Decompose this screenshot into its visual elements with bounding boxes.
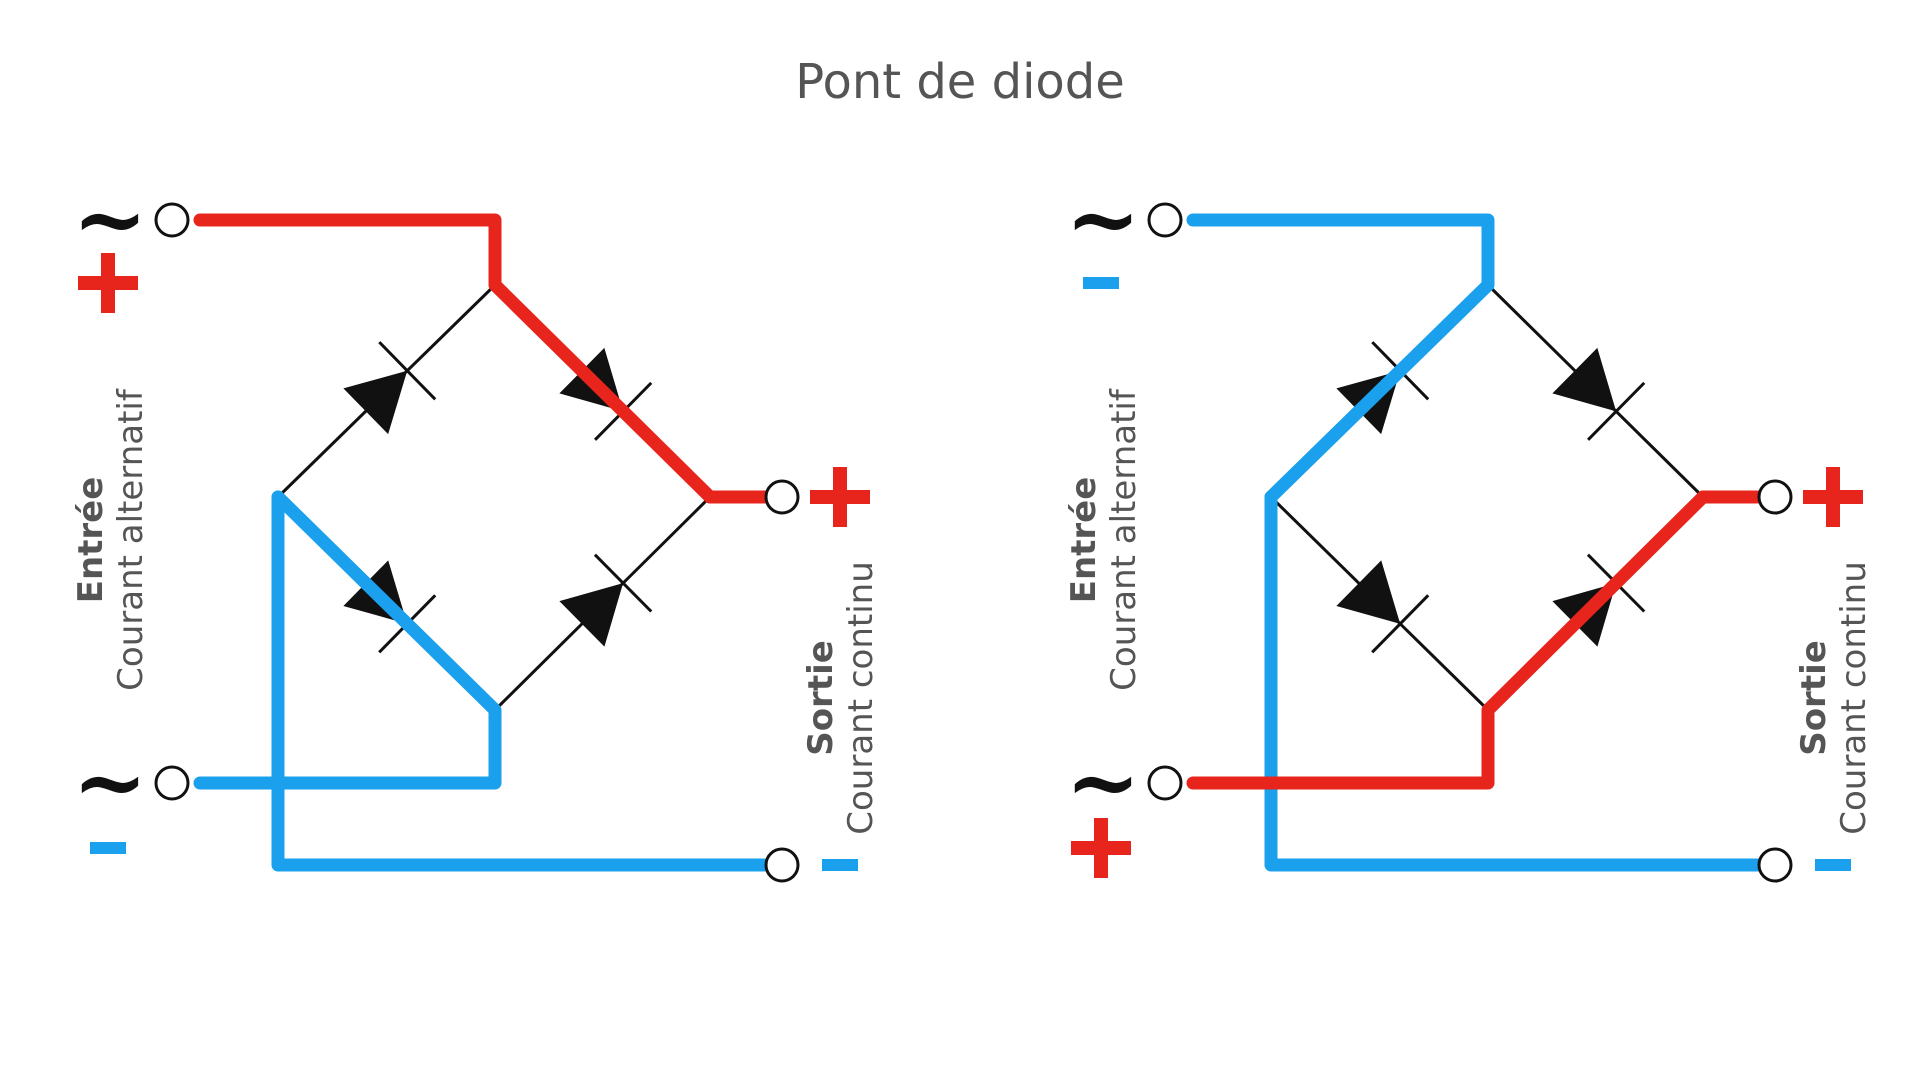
diode-top-right-triangle <box>1552 347 1617 412</box>
negative-current-path <box>193 490 502 790</box>
input-top-polarity-minus <box>1083 277 1119 289</box>
ac-symbol-bottom: ~ <box>1065 729 1140 835</box>
output-label-bold: Sortie <box>801 640 841 756</box>
diode-top-right-bar <box>1586 381 1646 441</box>
input-top-polarity-plus-v <box>101 253 115 313</box>
output-terminal-top <box>1757 479 1793 515</box>
positive-current-path <box>1186 490 1710 790</box>
diode-bottom-left-bar <box>1371 594 1430 654</box>
diode-bottom-right-triangle <box>559 583 624 647</box>
input-terminal-top <box>1147 202 1183 238</box>
output-top-polarity-plus-v <box>833 467 847 527</box>
input-label-bold: Entrée <box>1064 477 1104 604</box>
output-terminal-bottom <box>1757 847 1793 883</box>
negative-output-path <box>271 490 771 872</box>
input-label-bold: Entrée <box>71 477 111 604</box>
input-terminal-top <box>154 202 190 238</box>
diode-top-left-triangle <box>343 370 408 435</box>
bridge-wires <box>1269 283 1705 712</box>
input-label: Courant alternatif <box>111 388 151 691</box>
negative-output-path <box>1264 490 1764 872</box>
input-bottom-polarity-minus <box>90 842 126 854</box>
output-bottom-polarity-minus <box>1815 859 1851 871</box>
output-terminal-top <box>764 479 800 515</box>
positive-current-path <box>193 213 771 504</box>
output-top-polarity-plus-v <box>1826 467 1840 527</box>
bridge-wires <box>276 283 712 712</box>
diode-bottom-left-triangle <box>1336 560 1401 624</box>
diode-top-left-bar <box>378 341 437 401</box>
ac-symbol-top: ~ <box>1065 166 1140 272</box>
diode-bottom-right-bar <box>593 553 653 613</box>
input-terminal-bottom <box>154 765 190 801</box>
ac-symbol-bottom: ~ <box>72 729 147 835</box>
output-label: Courant continu <box>1834 561 1874 835</box>
input-label: Courant alternatif <box>1104 388 1144 691</box>
output-label: Courant continu <box>841 561 881 835</box>
input-bottom-polarity-plus-v <box>1094 818 1108 878</box>
output-label-bold: Sortie <box>1794 640 1834 756</box>
diagram-title: Pont de diode <box>795 54 1125 110</box>
output-terminal-bottom <box>764 847 800 883</box>
negative-current-path <box>1186 213 1495 504</box>
current-paths <box>1186 213 1764 872</box>
input-terminal-bottom <box>1147 765 1183 801</box>
current-paths <box>193 213 771 872</box>
output-bottom-polarity-minus <box>822 859 858 871</box>
